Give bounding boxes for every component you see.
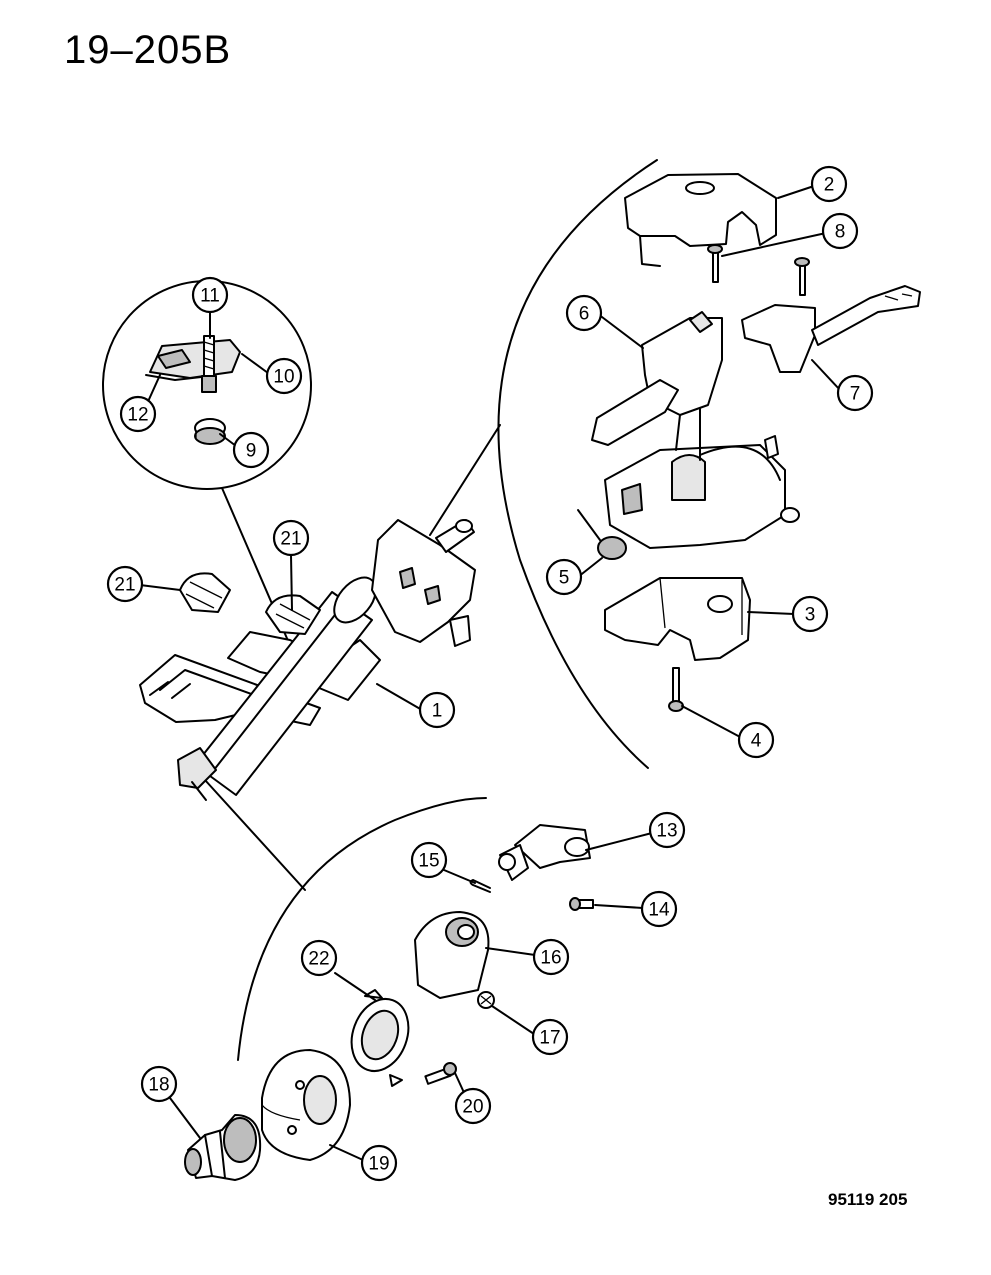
- upper-group-leader: [429, 424, 501, 536]
- svg-text:5: 5: [559, 568, 570, 589]
- multifunction-switch-part: [591, 311, 723, 461]
- callout-22: 22: [300, 939, 338, 977]
- callout-21-left: 21: [106, 565, 144, 603]
- svg-text:2: 2: [824, 175, 835, 196]
- callout-21-right: 21: [272, 519, 310, 557]
- callout-16: 16: [532, 938, 570, 976]
- svg-text:19: 19: [368, 1154, 389, 1175]
- lower-boot-part: [414, 911, 490, 999]
- svg-text:21: 21: [114, 575, 135, 596]
- callout-15: 15: [410, 841, 448, 879]
- callout-9: 9: [232, 431, 270, 469]
- nut-part: [477, 991, 495, 1009]
- callout-20: 20: [454, 1087, 492, 1125]
- bracket-plate-part: [145, 339, 241, 381]
- lever-knob-part: [577, 509, 627, 560]
- column-head-part: [371, 519, 476, 647]
- callout-1: 1: [418, 691, 456, 729]
- svg-text:12: 12: [127, 405, 148, 426]
- seal-ring-part: [350, 989, 410, 1087]
- svg-text:10: 10: [273, 367, 294, 388]
- column-tube-part: [177, 576, 377, 801]
- svg-text:4: 4: [751, 731, 762, 752]
- adjust-stud-part: [201, 335, 217, 393]
- callout-7: 7: [836, 374, 874, 412]
- dust-boot-part: [184, 1114, 262, 1181]
- bolt-part: [424, 1062, 457, 1085]
- svg-text:6: 6: [579, 304, 590, 325]
- switch-housing-part: [604, 435, 800, 549]
- upper-group-arc: [497, 159, 658, 769]
- lower-shroud-part: [604, 577, 751, 661]
- svg-text:1: 1: [432, 701, 443, 722]
- callout-4: 4: [737, 721, 775, 759]
- switch-screws-part: [707, 244, 810, 296]
- page-title: 19–205B: [64, 28, 232, 72]
- svg-text:21: 21: [280, 529, 301, 550]
- retaining-nut-part: [194, 418, 226, 445]
- svg-text:11: 11: [200, 286, 220, 307]
- callout-19: 19: [360, 1144, 398, 1182]
- svg-text:3: 3: [805, 605, 816, 626]
- svg-text:14: 14: [648, 900, 670, 921]
- column-shroud-part: [265, 594, 321, 635]
- svg-text:8: 8: [835, 222, 846, 243]
- shroud-screw-part: [668, 667, 684, 712]
- pinch-bolt-part: [569, 897, 594, 911]
- svg-text:20: 20: [462, 1097, 483, 1118]
- callout-10: 10: [265, 357, 303, 395]
- column-cover-part: [179, 572, 231, 613]
- lower-group-arc: [237, 797, 487, 1061]
- retaining-pin-part: [469, 879, 491, 893]
- callout-3: 3: [791, 595, 829, 633]
- figure-code: 95119 205: [828, 1190, 908, 1209]
- svg-text:15: 15: [418, 851, 439, 872]
- upper-shroud-part: [624, 173, 777, 267]
- intermediate-shaft-part: [498, 824, 591, 881]
- svg-text:17: 17: [539, 1028, 560, 1049]
- dash-seal-part: [261, 1049, 351, 1161]
- svg-text:22: 22: [308, 949, 329, 970]
- callout-12: 12: [119, 395, 157, 433]
- callout-2: 2: [810, 165, 848, 203]
- callout-11: 11: [191, 276, 229, 314]
- callout-8: 8: [821, 212, 859, 250]
- callout-5: 5: [545, 558, 583, 596]
- callout-6: 6: [565, 294, 603, 332]
- callout-14: 14: [640, 890, 678, 928]
- svg-text:16: 16: [540, 948, 561, 969]
- svg-text:13: 13: [656, 821, 677, 842]
- svg-text:7: 7: [850, 384, 861, 405]
- svg-text:9: 9: [246, 441, 257, 462]
- callout-18: 18: [140, 1065, 178, 1103]
- svg-text:18: 18: [148, 1075, 169, 1096]
- wiper-switch-part: [741, 285, 921, 373]
- callout-17: 17: [531, 1018, 569, 1056]
- callout-13: 13: [648, 811, 686, 849]
- lower-group-leader: [204, 779, 306, 891]
